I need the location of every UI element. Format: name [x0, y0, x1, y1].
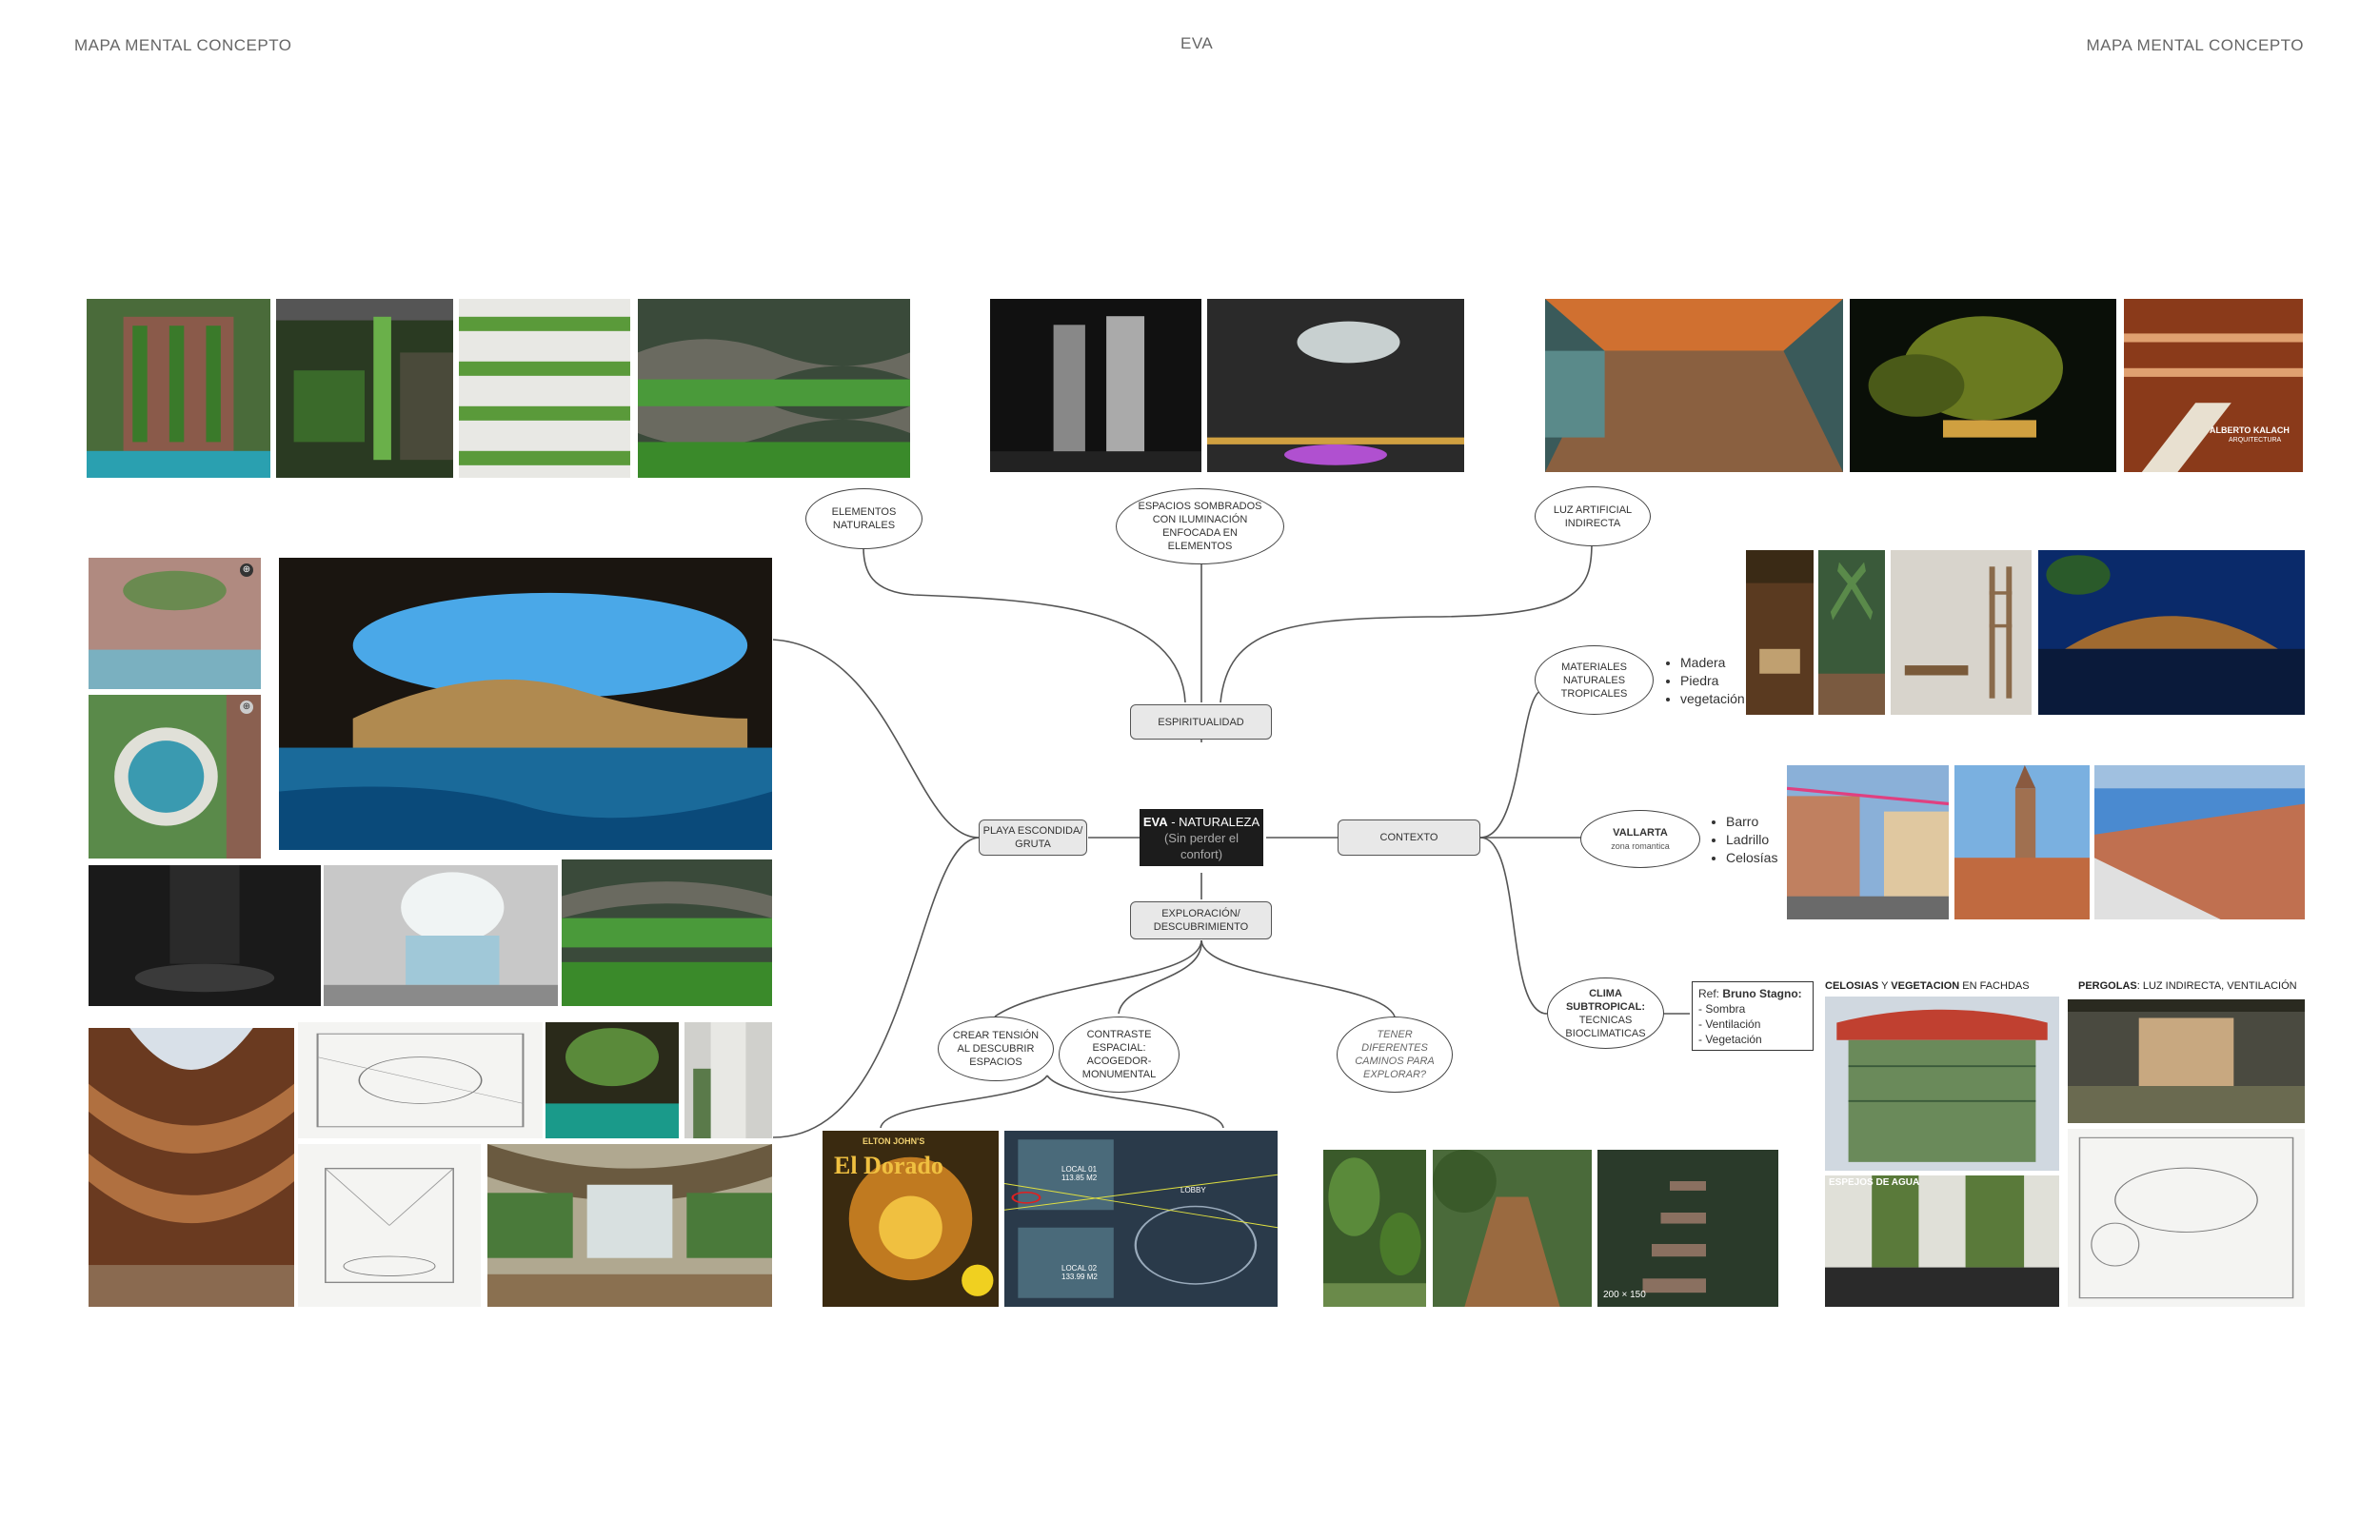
- photo-kalach-corridor: ALBERTO KALACH ARQUITECTURA: [2124, 299, 2303, 472]
- sketch-plan-drawing: [298, 1022, 543, 1138]
- list-item: Madera: [1680, 654, 1745, 672]
- ref-bruno-stagno: Ref: Bruno Stagno: - Sombra - Ventilació…: [1692, 981, 1814, 1051]
- floor-plan-lobby: LOCAL 01 113.85 M2 LOBBY LOCAL 02 133.99…: [1004, 1131, 1278, 1307]
- clima-sub: TECNICAS BIOCLIMATICAS: [1565, 1014, 1646, 1039]
- photo-lounge-waterfall-render: [487, 1144, 772, 1307]
- photo-wooden-atrium-people: [89, 1028, 294, 1307]
- kalach-name: ALBERTO KALACH: [2210, 425, 2290, 435]
- eldorado-top: ELTON JOHN'S: [863, 1136, 925, 1146]
- photo-wood-ceiling-pavilion: [1545, 299, 1843, 472]
- materiales-list: Madera Piedra vegetación: [1661, 654, 1745, 708]
- list-item: Ladrillo: [1726, 831, 1777, 849]
- node-luz-artificial[interactable]: LUZ ARTIFICIAL INDIRECTA: [1535, 486, 1651, 546]
- node-clima[interactable]: CLIMA SUBTROPICAL: TECNICAS BIOCLIMATICA…: [1547, 977, 1664, 1049]
- photo-tall-slot-space: [684, 1022, 772, 1138]
- photo-curved-green-terraces-small: [562, 859, 772, 1006]
- node-tener-caminos[interactable]: TENER DIFERENTES CAMINOS PARA EXPLORAR?: [1337, 1017, 1453, 1093]
- photo-curved-green-terraces: [638, 299, 910, 478]
- photo-vallarta-aerial: [2094, 765, 2305, 919]
- photo-garden-path-1: [1323, 1150, 1426, 1307]
- photo-hanging-vines-atrium: [276, 299, 453, 478]
- node-espiritualidad[interactable]: ESPIRITUALIDAD: [1130, 704, 1272, 740]
- photo-bamboo-pavilion-night: [2038, 550, 2305, 715]
- expand-icon[interactable]: ⊕: [240, 563, 253, 577]
- list-item: vegetación: [1680, 690, 1745, 708]
- list-item: Piedra: [1680, 672, 1745, 690]
- photo-dark-light-shaft: [990, 299, 1201, 472]
- node-crear-tension[interactable]: CREAR TENSIÓN AL DESCUBRIR ESPACIOS: [938, 1017, 1054, 1081]
- photo-stagno-green-facade: [1825, 997, 2059, 1171]
- list-item: Celosías: [1726, 849, 1777, 867]
- photo-lit-trees-night: [1850, 299, 2116, 472]
- center-subtitle: (Sin perder el confort): [1163, 830, 1240, 861]
- photo-cave-skylight-interior: [1207, 299, 1464, 472]
- vallarta-list: Barro Ladrillo Celosías: [1707, 813, 1777, 867]
- photo-ladder-bench: [1891, 550, 2032, 715]
- sketch-section-drawing: [298, 1144, 481, 1307]
- photo-vallarta-street: [1787, 765, 1949, 919]
- caption-celosias: CELOSIAS Y VEGETACION EN FACHDAS: [1825, 980, 2030, 992]
- photo-circular-courtyard-aerial: ⊕: [89, 695, 261, 859]
- center-node[interactable]: EVA - NATURALEZA (Sin perder el confort): [1140, 809, 1263, 866]
- node-contraste-espacial[interactable]: CONTRASTE ESPACIAL: ACOGEDOR- MONUMENTAL: [1059, 1017, 1180, 1093]
- header-center: EVA: [1180, 34, 1214, 52]
- photo-water-mirror: ESPEJOS DE AGUA: [1825, 1175, 2059, 1307]
- vallarta-title: VALLARTA: [1613, 826, 1668, 839]
- photo-pool-under-skylight: ⊕: [89, 558, 261, 689]
- photo-tropical-palms-wood: [1818, 550, 1885, 715]
- local2-label: LOCAL 02 133.99 M2: [1061, 1264, 1098, 1281]
- lobby-label: LOBBY: [1180, 1186, 1206, 1194]
- eldorado-title: El Dorado: [834, 1152, 943, 1179]
- center-title-rest: - NATURALEZA: [1167, 814, 1260, 829]
- photo-hidden-beach-cave: [279, 558, 772, 850]
- photo-restaurant-interior: [1746, 550, 1814, 715]
- node-exploracion[interactable]: EXPLORACIÓN/ DESCUBRIMIENTO: [1130, 901, 1272, 939]
- node-vallarta[interactable]: VALLARTA zona romantica: [1580, 810, 1700, 868]
- node-contexto[interactable]: CONTEXTO: [1338, 819, 1480, 856]
- poster-el-dorado: ELTON JOHN'S El Dorado: [823, 1131, 999, 1307]
- header-right: MAPA MENTAL CONCEPTO: [2086, 36, 2304, 54]
- photo-wooden-boardwalk: [1433, 1150, 1592, 1307]
- caption-pergolas: PERGOLAS: LUZ INDIRECTA, VENTILACIÓN: [2078, 980, 2297, 992]
- photo-cenote: [545, 1022, 679, 1138]
- photo-vallarta-church: [1954, 765, 2090, 919]
- clima-title: CLIMA SUBTROPICAL:: [1565, 987, 1646, 1013]
- kalach-sub: ARQUITECTURA: [2229, 437, 2282, 444]
- sketch-pergola-plan: [2068, 1129, 2305, 1307]
- vallarta-sub: zona romantica: [1611, 840, 1670, 851]
- header-left: MAPA MENTAL CONCEPTO: [74, 36, 292, 54]
- node-elementos-naturales[interactable]: ELEMENTOS NATURALES: [805, 488, 922, 549]
- photo-white-balconies-plants: [459, 299, 630, 478]
- node-espacios-sombrados[interactable]: ESPACIOS SOMBRADOS CON ILUMINACIÓN ENFOC…: [1116, 488, 1284, 564]
- expand-icon[interactable]: ⊕: [240, 701, 253, 714]
- photo-dark-water-ring: [89, 865, 321, 1006]
- photo-skylight-waterfall-render: [324, 865, 558, 1006]
- photo-vertical-garden-building: [87, 299, 270, 478]
- center-title-bold: EVA: [1142, 814, 1168, 829]
- photo-stepping-stones: 200 × 150: [1597, 1150, 1778, 1307]
- photo-pergola-courtyard: [2068, 999, 2305, 1123]
- node-playa-escondida[interactable]: PLAYA ESCONDIDA/ GRUTA: [979, 819, 1087, 856]
- node-materiales[interactable]: MATERIALES NATURALES TROPICALES: [1535, 645, 1654, 715]
- list-item: Barro: [1726, 813, 1777, 831]
- local1-label: LOCAL 01 113.85 M2: [1061, 1165, 1098, 1182]
- caption-espejos: ESPEJOS DE AGUA: [1829, 1177, 1920, 1188]
- size-badge: 200 × 150: [1603, 1290, 1646, 1300]
